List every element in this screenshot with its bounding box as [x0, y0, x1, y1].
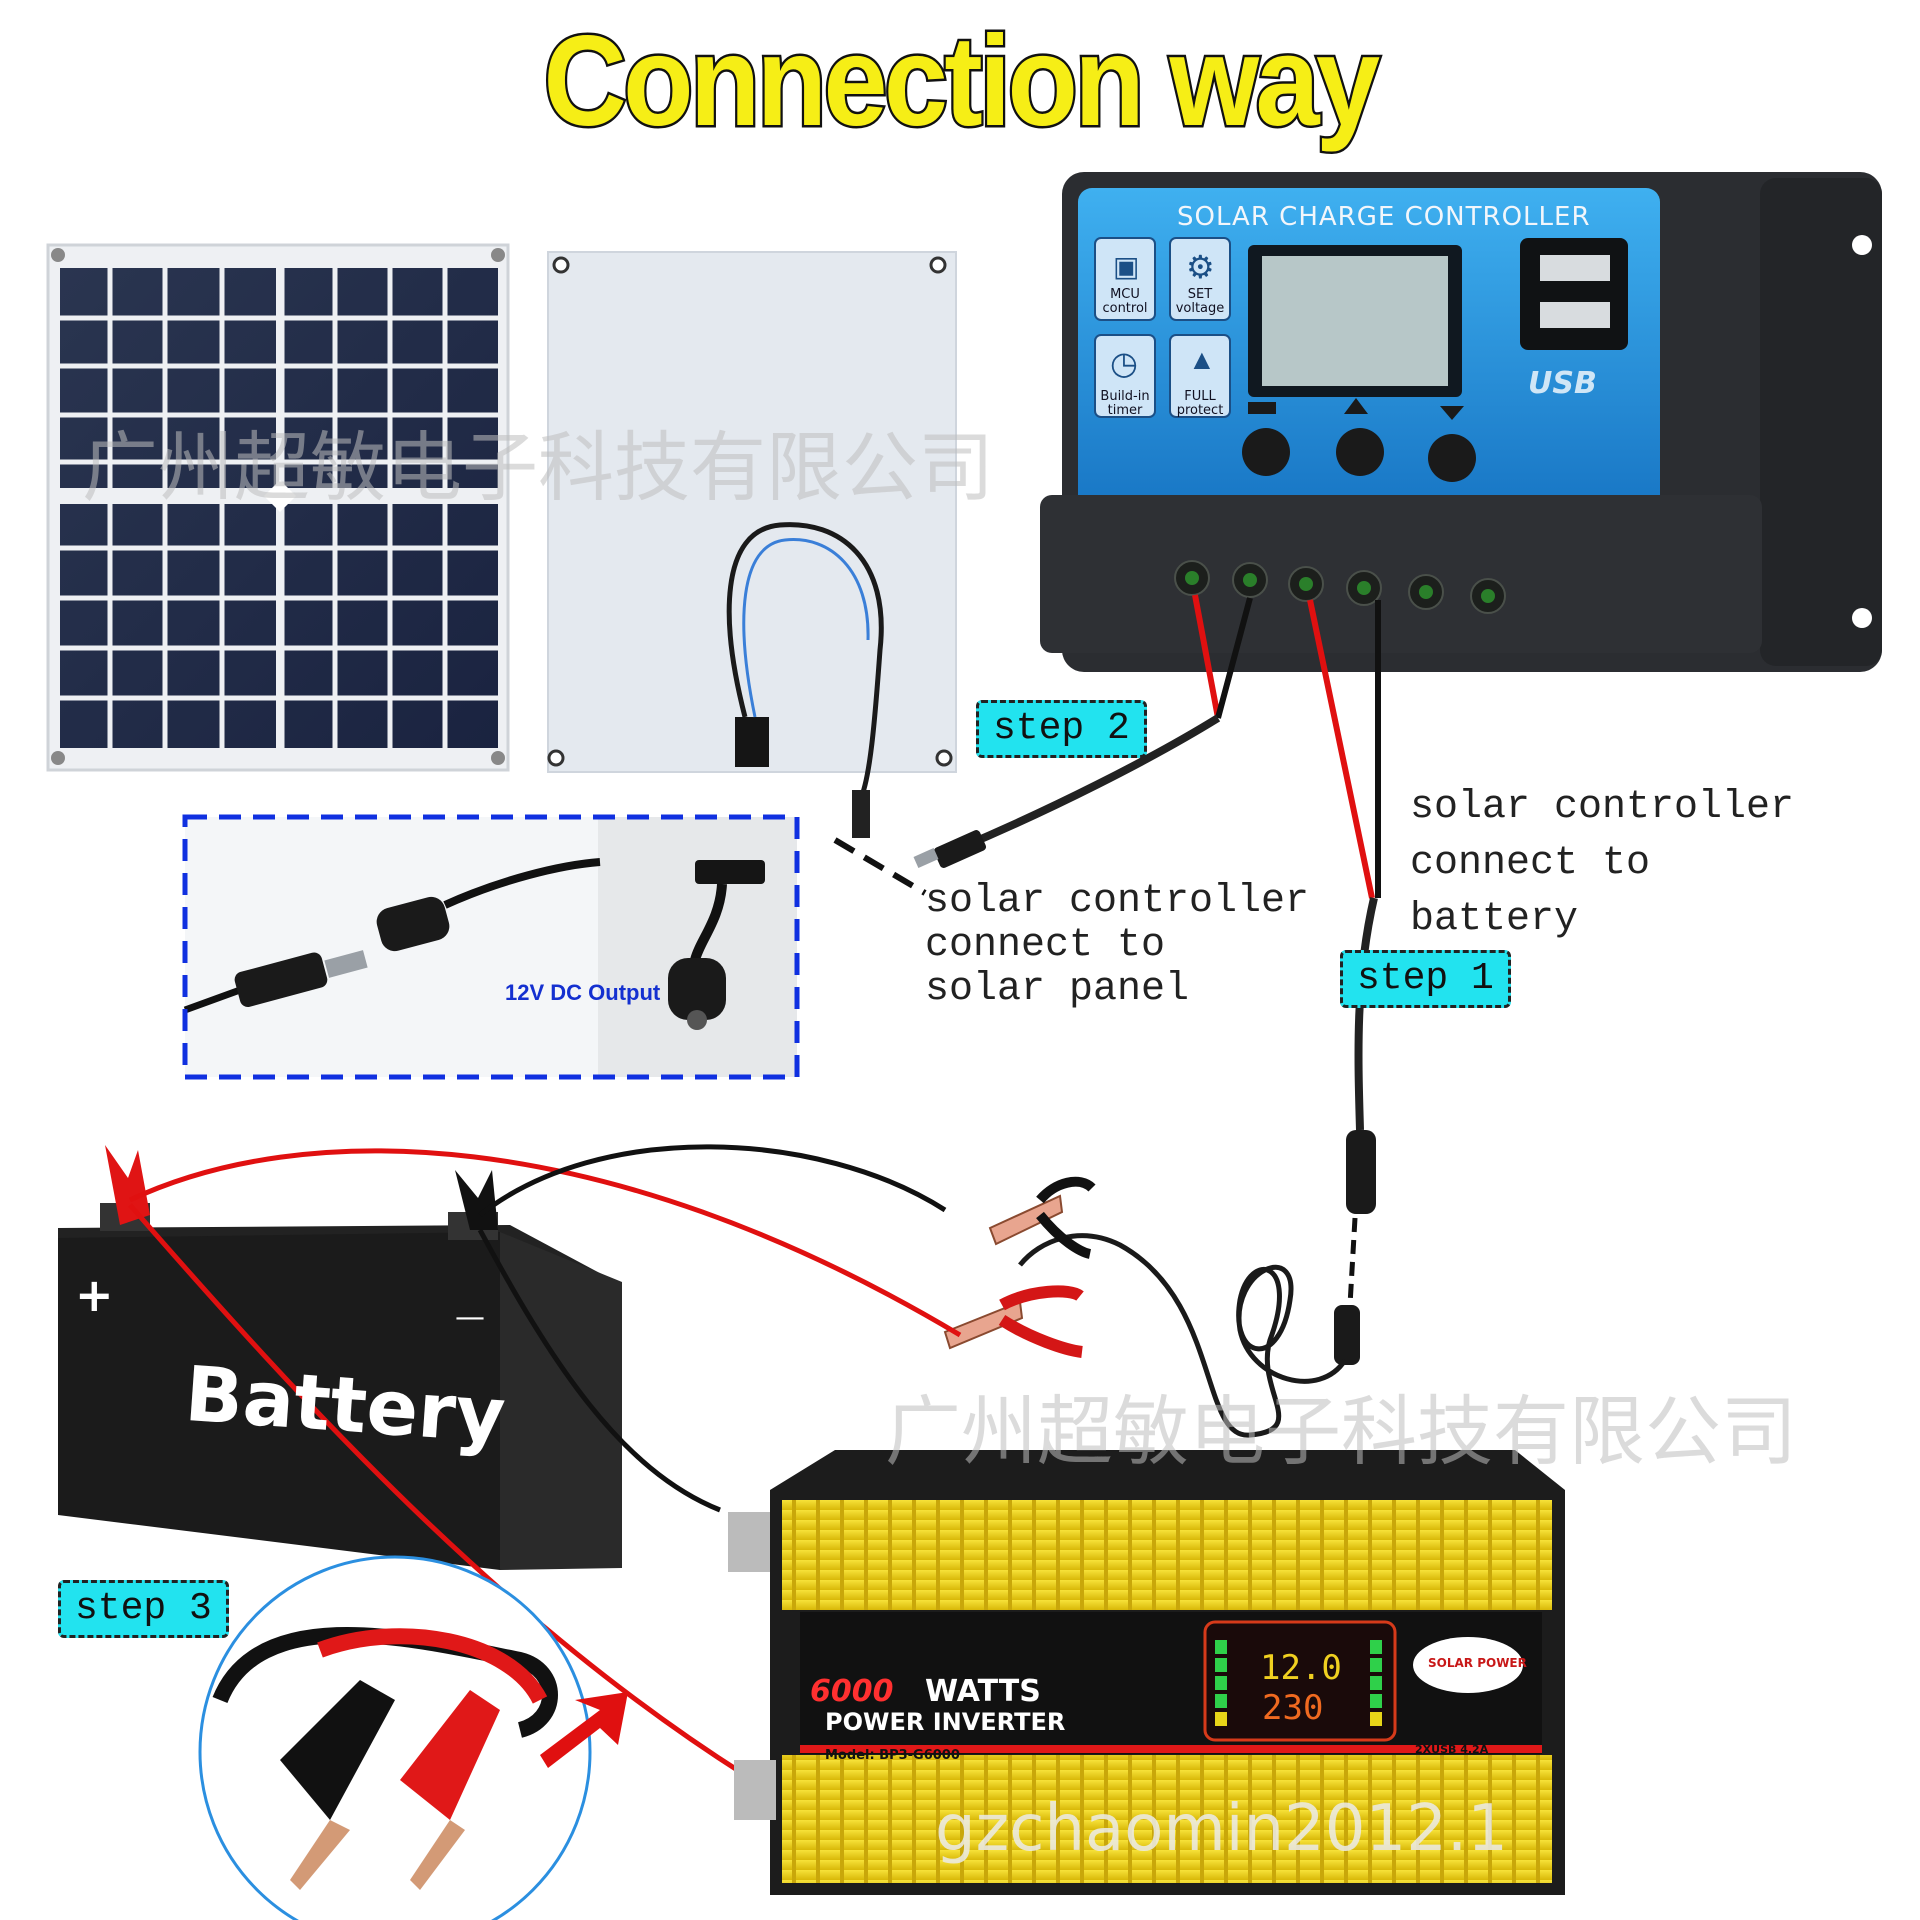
battery-minus: —: [455, 1300, 485, 1335]
inverter-brand: SOLAR POWER: [1428, 1656, 1527, 1670]
alligator-clips: [943, 1176, 1096, 1358]
set-voltage-label: SET voltage: [1175, 287, 1225, 316]
inverter-usb: 2XUSB 4.2A: [1415, 1743, 1489, 1756]
step-2-badge: step 2: [976, 700, 1147, 758]
step-3-badge: step 3: [58, 1580, 229, 1638]
usb-label: USB: [1528, 366, 1597, 401]
watermark-cn-bottom: 广州超敏电子科技有限公司: [885, 1387, 1797, 1476]
diagram-title: Connection way: [541, 8, 1382, 156]
solar-panel-back: [547, 251, 957, 838]
solar-panel-front: [46, 243, 510, 772]
clamp-circle: [198, 1555, 592, 1920]
battery-plus: +: [75, 1268, 114, 1322]
controller-heading: SOLAR CHARGE CONTROLLER: [1177, 202, 1591, 232]
gear-icon: ⚙: [1186, 249, 1215, 285]
inverter-watts-number: 6000: [810, 1674, 894, 1709]
inverter-readout-bottom: 230: [1262, 1688, 1324, 1728]
mcu-chip-icon: ▣: [1113, 251, 1140, 282]
step-1-badge: step 1: [1340, 950, 1511, 1008]
label-controller-to-battery: solar controller connect to battery: [1410, 785, 1795, 942]
inverter-model: Model: BP3-G6000: [825, 1748, 960, 1763]
inverter-watts-word: WATTS: [925, 1674, 1041, 1709]
watermark-cn-top: 广州超敏电子科技有限公司: [82, 423, 994, 512]
label-controller-to-panel: solar controller connect to solar panel: [925, 879, 1310, 1012]
dc-output-label: 12V DC Output: [505, 980, 661, 1005]
inverter-title: POWER INVERTER: [825, 1708, 1066, 1736]
clock-icon: ◷: [1110, 345, 1138, 381]
power-inverter: [728, 1450, 1565, 1895]
lock-icon: ▲: [1188, 344, 1216, 375]
watermark-latin: gzchaomin2012.1: [935, 1792, 1508, 1866]
inverter-readout-top: 12.0: [1260, 1648, 1342, 1688]
solar-charge-controller: [1040, 172, 1882, 672]
build-in-timer-label: Build-in timer: [1100, 389, 1150, 418]
mcu-control-label: MCU control: [1102, 287, 1148, 316]
dc-connector-inset: [182, 814, 800, 1080]
full-protect-label: FULL protect: [1176, 389, 1224, 418]
